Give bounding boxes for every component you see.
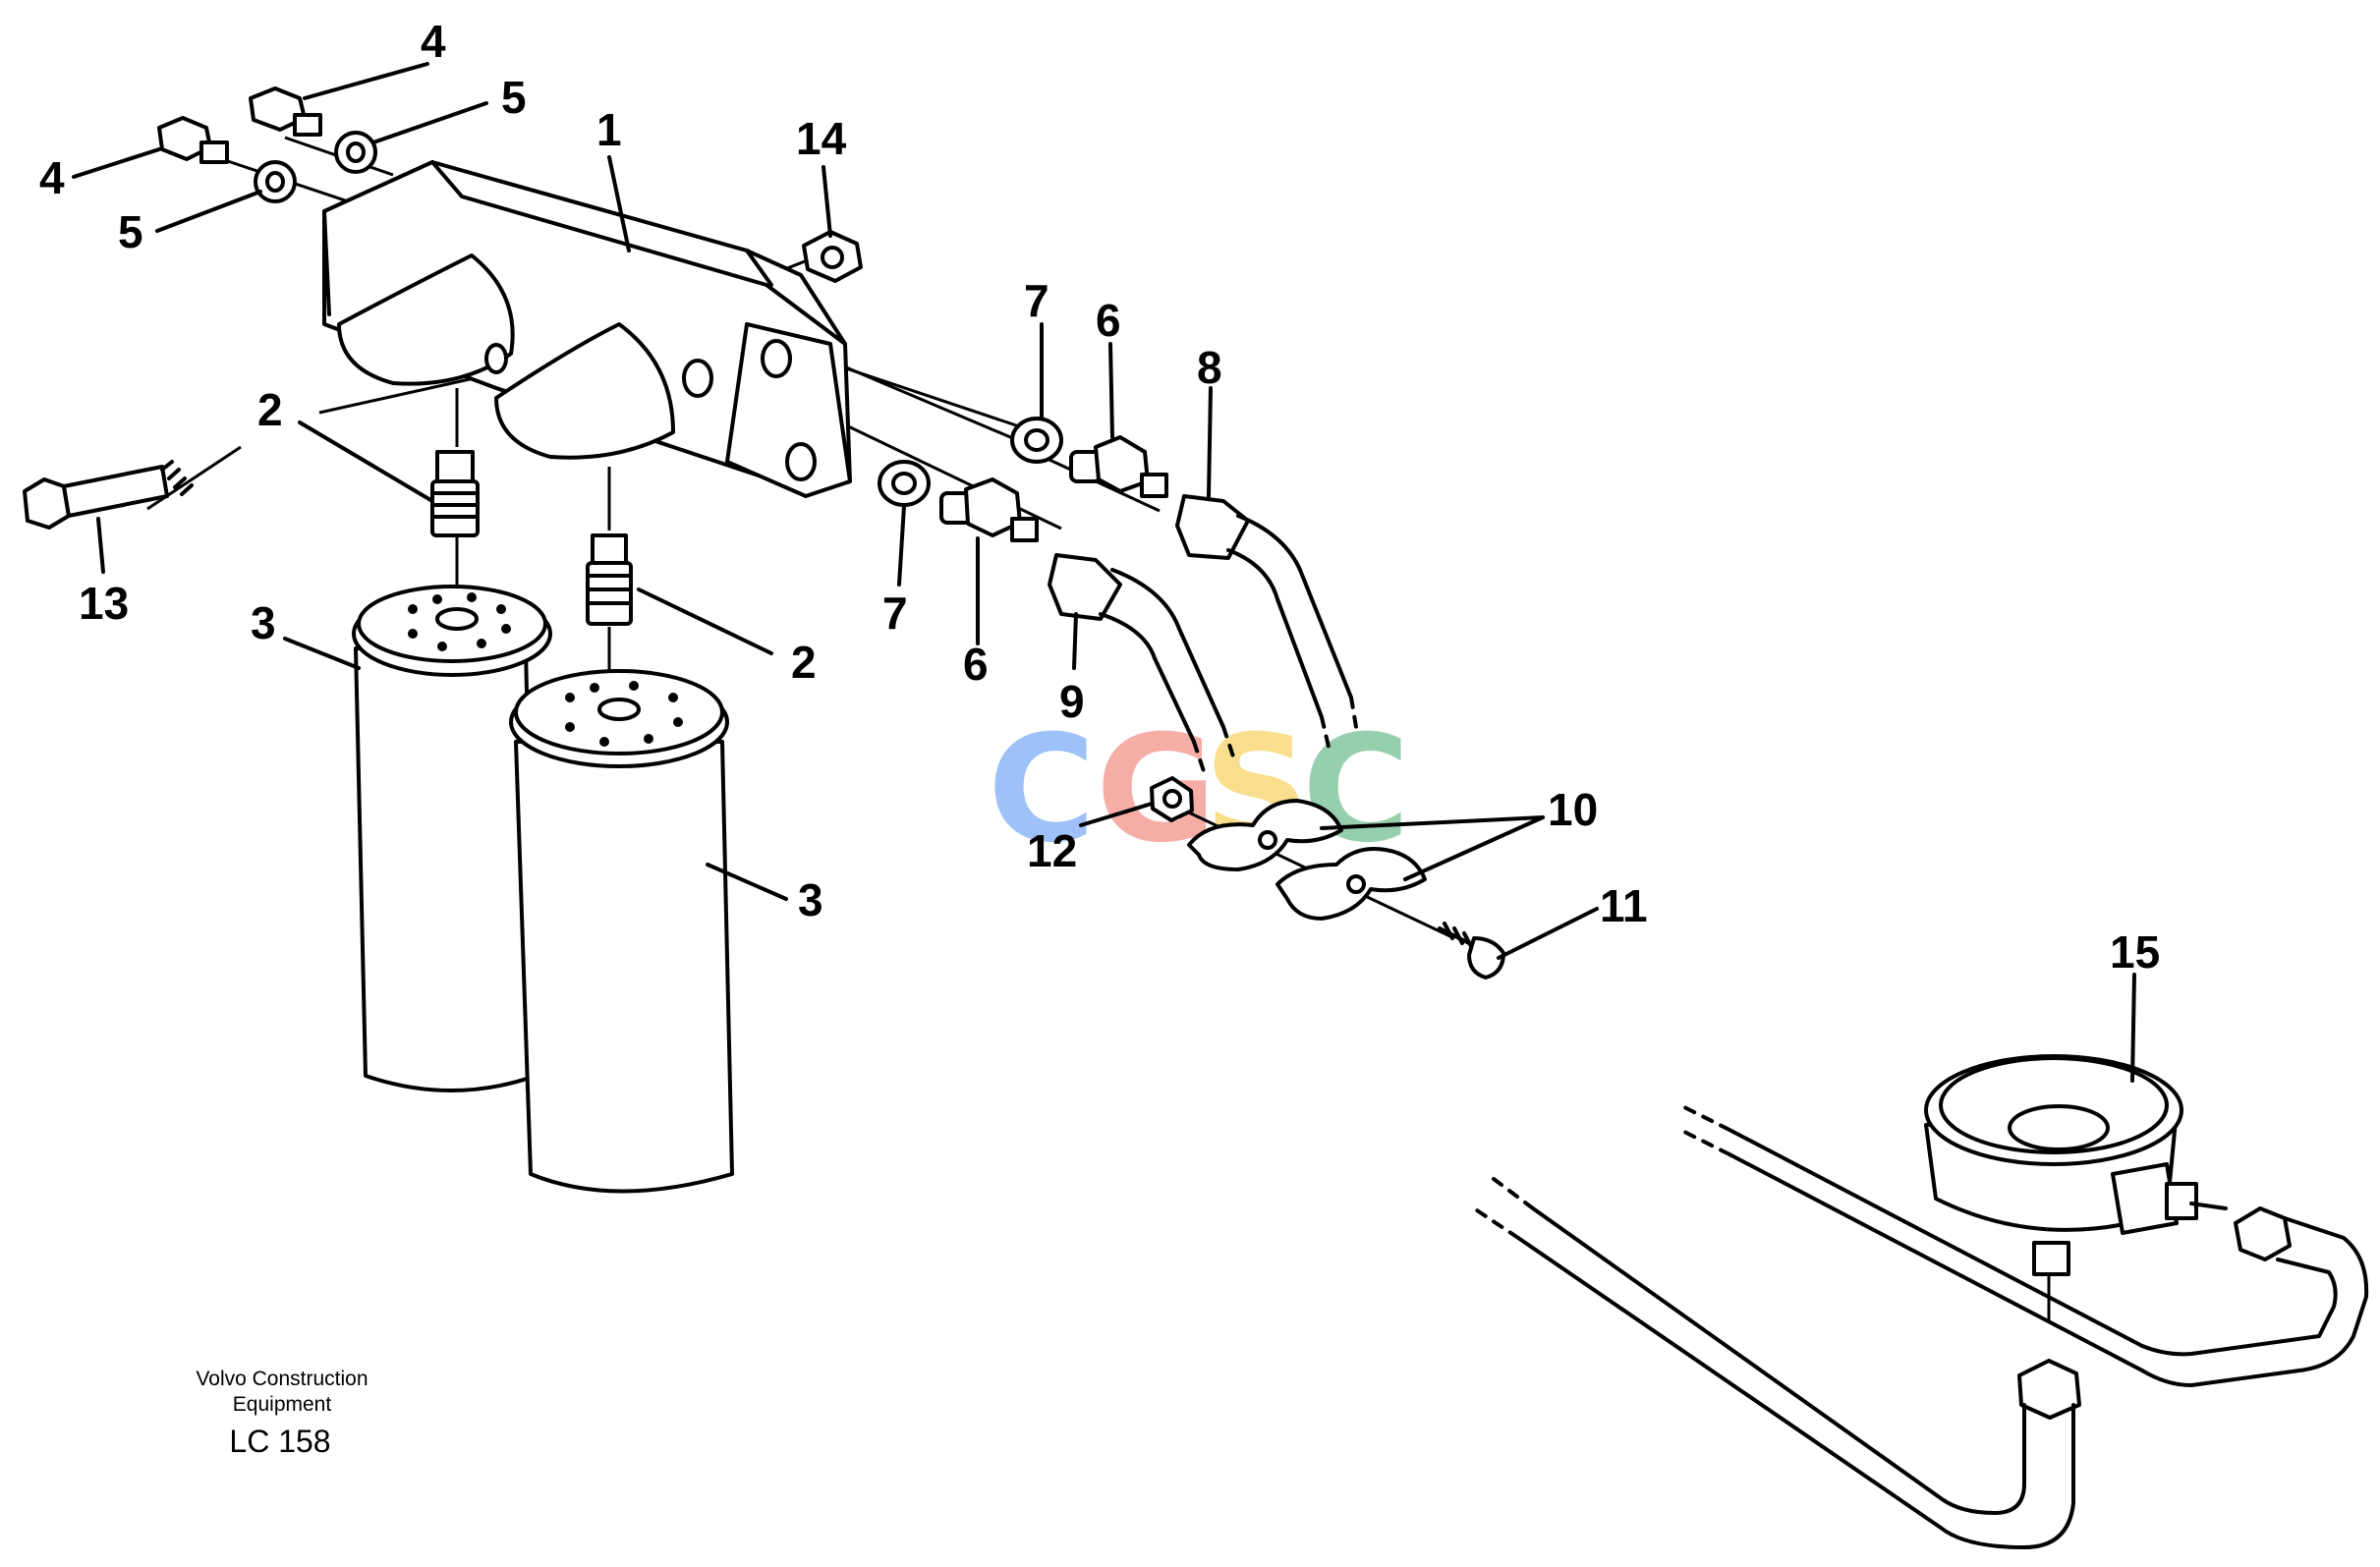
callout-15: 15	[2110, 926, 2160, 978]
caption-company-line1: Volvo Construction	[196, 1368, 368, 1390]
nipple-left	[430, 450, 480, 537]
bolt-13	[23, 460, 194, 530]
caption-company-line2: Equipment	[233, 1393, 332, 1416]
callout-6-upper: 6	[1096, 295, 1121, 346]
oil-filter-left	[352, 585, 552, 1092]
filter-head-bracket	[322, 160, 852, 498]
callout-5-upper: 5	[501, 72, 527, 123]
leader-lines	[72, 62, 2136, 1083]
clamp-10-rear	[1187, 799, 1343, 871]
pipe-9	[1048, 553, 1235, 773]
plug-bolt-lower	[157, 116, 229, 164]
washer-7-lower	[878, 460, 931, 507]
callout-12: 12	[1027, 825, 1077, 876]
callout-13: 13	[79, 578, 129, 629]
washer-upper	[334, 131, 377, 174]
washer-lower	[254, 160, 297, 203]
washer-7-upper	[1010, 417, 1063, 464]
callout-7-upper: 7	[1024, 275, 1049, 326]
callout-1: 1	[596, 104, 622, 155]
nut-14	[802, 230, 863, 283]
union-6-lower	[939, 477, 1039, 542]
plug-bolt-upper	[249, 86, 322, 137]
screw-11	[1438, 922, 1505, 979]
callout-4-lower: 4	[39, 152, 65, 203]
watermark-letter-c2: C	[1302, 704, 1410, 875]
callout-9: 9	[1059, 676, 1085, 727]
callout-7-lower: 7	[882, 588, 908, 639]
callout-5-lower: 5	[118, 206, 143, 257]
callout-3-right: 3	[798, 874, 823, 925]
watermark-letter-c1: C	[988, 704, 1096, 875]
callout-2-right: 2	[791, 637, 817, 688]
nipple-right	[586, 533, 633, 626]
callout-3-left: 3	[251, 597, 276, 648]
oil-filter-right	[509, 669, 734, 1194]
caption-block: Volvo Construction Equipment LC 158	[196, 1368, 368, 1459]
callout-10: 10	[1548, 784, 1598, 835]
pipe-8	[1175, 494, 1358, 749]
callout-14: 14	[796, 113, 847, 164]
callout-11: 11	[1600, 880, 1648, 931]
callout-labels: 4 4 5 5 1 14 2 2 13 3 3 7 6 8 7 6 9 10 1…	[39, 16, 2160, 978]
union-6-upper	[1069, 435, 1168, 498]
callout-8: 8	[1197, 342, 1222, 393]
callout-4-upper: 4	[421, 16, 446, 67]
caption-drawing-code: LC 158	[229, 1424, 330, 1459]
callout-2-left: 2	[257, 384, 283, 435]
oil-cooler-adapter	[1472, 1054, 2369, 1549]
nut-12	[1150, 776, 1194, 822]
clamp-10-front	[1275, 847, 1427, 921]
callout-6-lower: 6	[963, 639, 989, 690]
